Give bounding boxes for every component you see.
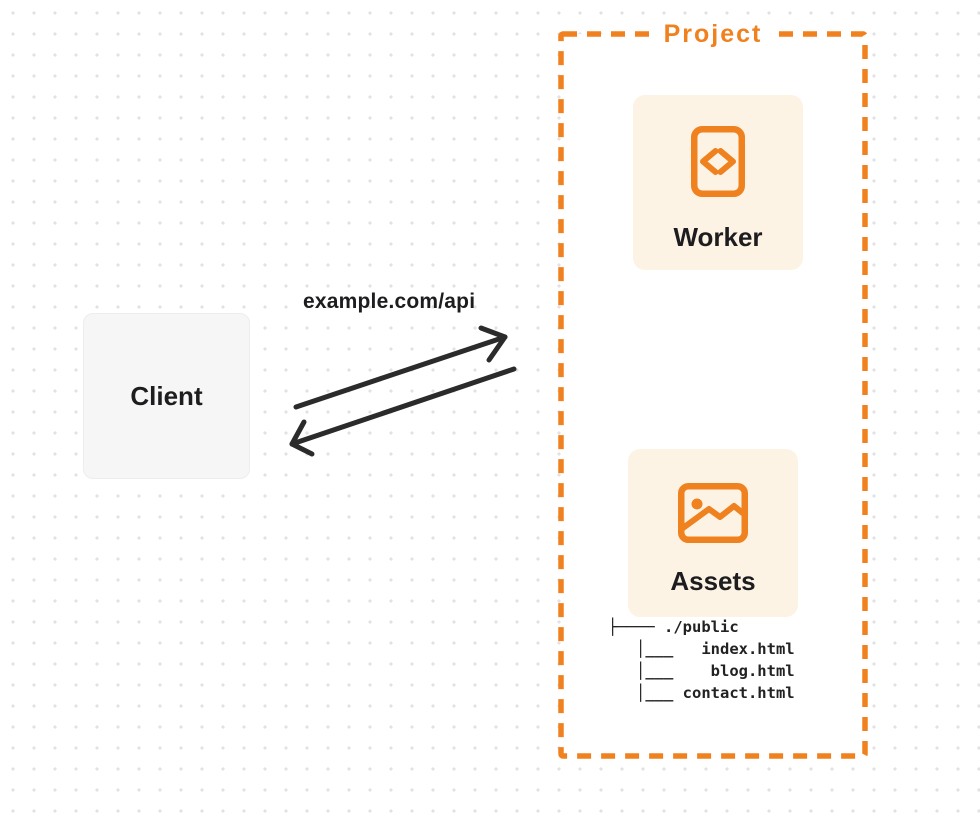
file-tree-root: ├──── ./public (608, 618, 739, 636)
assets-label: Assets (670, 566, 756, 596)
code-document-icon (691, 126, 745, 197)
response-arrowhead-icon (289, 419, 315, 457)
file-tree-item: │___ index.html (608, 640, 795, 658)
request-arrowhead-icon (478, 325, 508, 363)
worker-node: Worker (633, 95, 803, 270)
assets-node: Assets (628, 449, 798, 617)
request-response-arrows (289, 325, 517, 457)
project-zone: Project (560, 19, 866, 49)
image-icon (678, 483, 748, 543)
client-node: Client (83, 313, 250, 479)
client-label: Client (130, 381, 203, 411)
file-tree-item: │___ blog.html (608, 662, 795, 680)
file-tree-item: │___ contact.html (608, 684, 795, 702)
response-arrow-line (289, 366, 517, 447)
assets-file-tree: ├──── ./public │___ index.html │___ blog… (608, 616, 795, 704)
request-url-label: example.com/api (303, 290, 476, 313)
worker-label: Worker (673, 222, 763, 252)
project-label: Project (655, 19, 771, 49)
request-arrow-line (293, 334, 508, 410)
